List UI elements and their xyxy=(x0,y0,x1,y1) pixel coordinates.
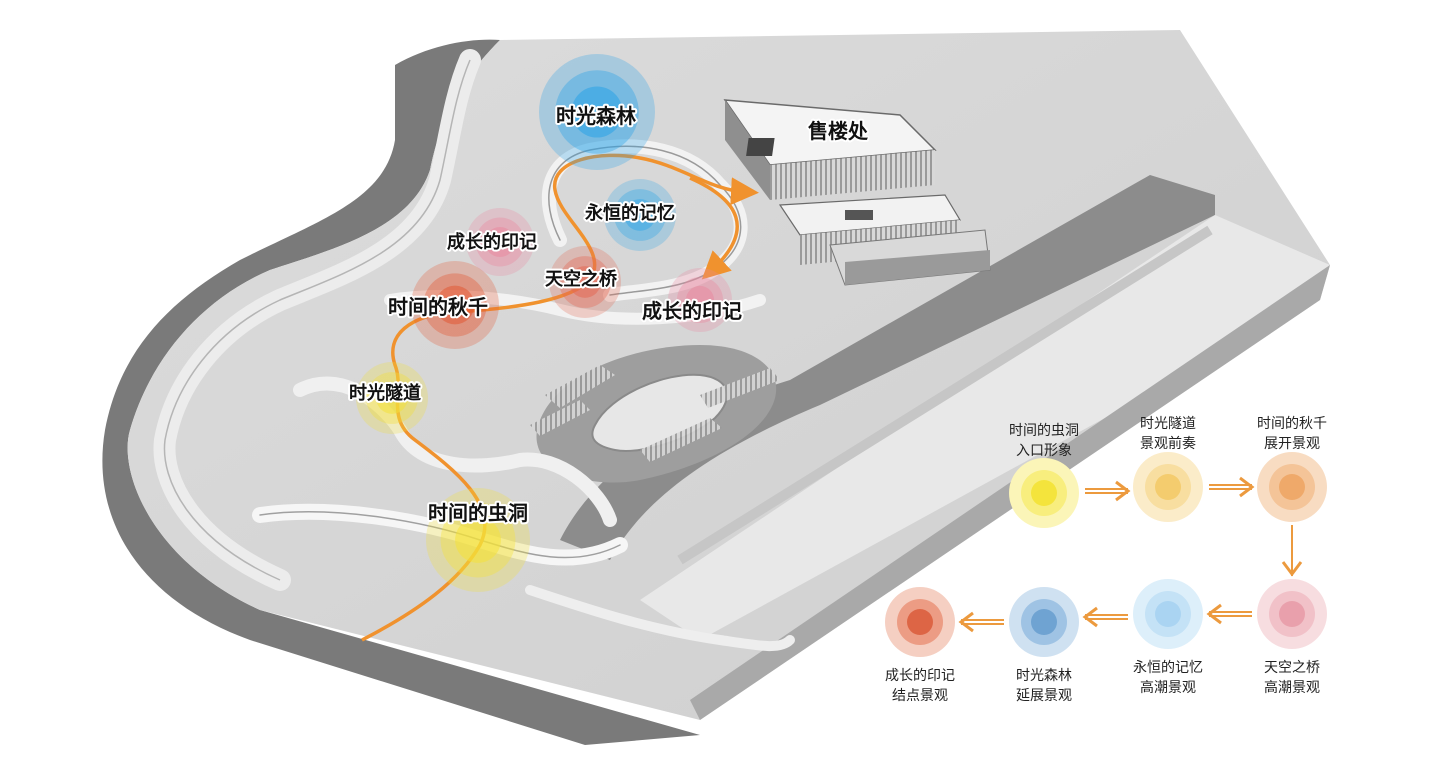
legend-step-1-circle xyxy=(1009,458,1079,528)
building-label: 售楼处 xyxy=(808,119,869,143)
legend-step-2-circle xyxy=(1133,452,1203,522)
node-halo-ring xyxy=(571,86,623,138)
legend-step-5-circle xyxy=(1133,579,1203,649)
legend-arrow-head xyxy=(1206,603,1222,625)
legend-arrow-6 xyxy=(958,611,1004,633)
node-halo-memory xyxy=(604,179,676,251)
node-halo-mark_left xyxy=(466,208,534,276)
legend-step-7-circle xyxy=(885,587,955,657)
node-halo-bridge xyxy=(549,246,621,318)
node-halo-wormhole xyxy=(426,488,530,592)
legend-ring-inner xyxy=(1279,474,1305,500)
ribbon-loop-top-edge xyxy=(548,145,742,296)
road-light-band xyxy=(640,215,1330,640)
legend-step-6-line2: 延展景观 xyxy=(1016,688,1072,704)
parking-stall-row xyxy=(545,365,615,408)
parking-stalls xyxy=(530,365,780,462)
road-dark-band xyxy=(560,175,1215,560)
building-front xyxy=(770,150,935,200)
ribbon-front xyxy=(525,585,795,652)
parking-lot xyxy=(530,345,780,483)
legend-arrow-head xyxy=(958,611,974,633)
legend-arrow-1 xyxy=(1085,480,1131,502)
legend-step-4-circle xyxy=(1257,579,1327,649)
legend-arrow-5 xyxy=(1082,606,1128,628)
node-halo-ring xyxy=(435,285,475,325)
legend-step-2-line2: 景观前奏 xyxy=(1140,435,1196,452)
legend-arrow-head xyxy=(1082,606,1098,628)
legend-step-7-line1: 成长的印记 xyxy=(885,668,955,684)
legend-circles xyxy=(885,452,1327,657)
label-bridge: 天空之桥 xyxy=(545,268,618,290)
legend-step-3-circle xyxy=(1257,452,1327,522)
legend-arrow-head xyxy=(1115,480,1131,502)
label-mark-right: 成长的印记 xyxy=(642,299,742,323)
building-skylight xyxy=(746,138,775,156)
node-halo-ring xyxy=(624,199,656,231)
legend-ring-inner xyxy=(1155,474,1181,500)
node-halo-mark_right xyxy=(668,268,732,332)
legend-step-5-line2: 高潮景观 xyxy=(1140,679,1196,696)
legend-arrow-2 xyxy=(1209,476,1255,498)
legend-ring-inner xyxy=(907,609,933,635)
label-wormhole: 时间的虫洞 xyxy=(428,501,528,525)
label-swing: 时间的秋千 xyxy=(388,295,488,319)
legend-arrows xyxy=(958,476,1303,633)
node-halo-forest xyxy=(539,54,655,170)
perimeter-walkway-edge xyxy=(163,59,471,581)
ribbon-lower xyxy=(293,376,617,527)
label-tunnel: 时光隧道 xyxy=(349,382,421,404)
legend-step-7-line2: 结点景观 xyxy=(892,688,948,704)
legend-ring-inner xyxy=(1279,601,1305,627)
label-forest: 时光森林 xyxy=(556,104,636,128)
legend-step-4-line1: 天空之桥 xyxy=(1264,660,1320,676)
legend-step-2-line1: 时光隧道 xyxy=(1140,416,1196,432)
legend-step-1-line2: 入口形象 xyxy=(1016,443,1072,459)
site-outer-rim xyxy=(102,39,700,746)
parking-stall-row xyxy=(700,368,780,408)
legend-step-3-line1: 时间的秋千 xyxy=(1257,416,1327,432)
annex-block-front xyxy=(845,250,990,285)
parking-stall-row xyxy=(640,418,722,462)
legend-arrow-head xyxy=(1281,561,1303,577)
node-halo-tunnel xyxy=(356,362,428,434)
label-memory: 永恒的记忆 xyxy=(584,202,675,224)
legend-ring-inner xyxy=(1155,601,1181,627)
node-halos xyxy=(356,54,732,592)
legend-arrow-head xyxy=(1239,476,1255,498)
parking-stall-row xyxy=(530,400,590,436)
annex-window xyxy=(845,210,873,220)
legend-arrow-3 xyxy=(1281,525,1303,577)
legend-step-5-line1: 永恒的记忆 xyxy=(1133,660,1203,676)
legend-ring-inner xyxy=(1031,609,1057,635)
legend-step-6-line1: 时光森林 xyxy=(1016,668,1072,684)
node-halo-ring xyxy=(685,285,715,315)
node-halo-ring xyxy=(376,382,408,414)
node-halo-ring xyxy=(485,227,515,257)
label-mark-left: 成长的印记 xyxy=(447,231,537,253)
legend-ring-inner xyxy=(1031,480,1057,506)
tour-path-branch xyxy=(689,176,739,280)
node-halo-swing xyxy=(411,261,499,349)
road-stripe xyxy=(677,225,1213,565)
map-labels: 售楼处 时光森林 永恒的记忆 成长的印记 天空之桥 时间的秋千 成长的印记 时光… xyxy=(347,102,871,527)
legend-step-4-line2: 高潮景观 xyxy=(1264,679,1320,696)
legend-flow: 时间的虫洞 入口形象 时光隧道 景观前奏 时间的秋千 展开景观 天空之桥 高潮景… xyxy=(885,416,1327,704)
node-halo-ring xyxy=(569,266,601,298)
sales-building xyxy=(723,99,991,286)
legend-step-6-circle xyxy=(1009,587,1079,657)
node-halo-ring xyxy=(455,517,501,563)
legend-step-3-line2: 展开景观 xyxy=(1264,436,1320,452)
legend-step-1-line1: 时间的虫洞 xyxy=(1009,423,1079,439)
legend-arrow-4 xyxy=(1206,603,1252,625)
